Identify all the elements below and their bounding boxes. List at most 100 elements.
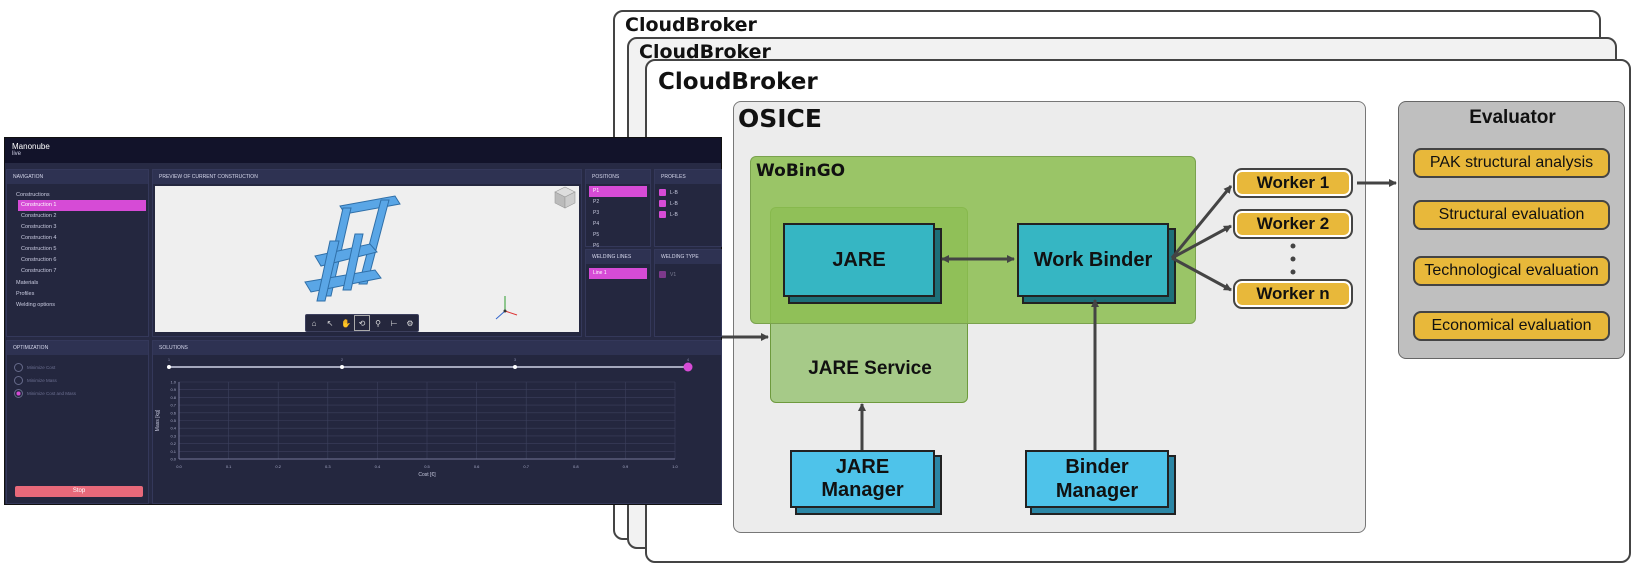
radio-icon[interactable] [14,389,23,399]
profiles-panel: Profiles L-B L-B L-B [654,169,722,247]
solutions-slider-stop[interactable] [167,365,171,369]
worker-n-box: Worker n [1233,279,1353,309]
chart-x-tick-label: 1.0 [672,464,678,469]
nav-section-constructions[interactable]: Constructions [16,192,50,198]
checkbox-icon[interactable] [659,211,666,219]
orbit-icon[interactable]: ⟲ [354,315,370,331]
ellipsis-dot [1290,243,1296,249]
construction-item[interactable]: Construction 5 [21,246,57,252]
axes-gizmo-icon [495,296,518,320]
osice-title: OSICE [738,104,822,133]
position-item[interactable]: P2 [593,199,600,205]
3d-viewport[interactable]: ⌂ ↖ ✋ ⟲ ⚲ ⊢ ⚙ [155,186,579,332]
optimization-option-label: Minimize Cost [27,365,56,370]
preview-header: Preview of current construction [153,170,581,184]
position-item[interactable]: P3 [593,210,600,216]
evaluator-item: Technological evaluation [1413,256,1610,286]
viewer-toolbar: ⌂ ↖ ✋ ⟲ ⚲ ⊢ ⚙ [305,314,419,332]
chart-y-axis-label: Mass [kg] [155,409,161,431]
chart-y-tick-label: 0.5 [170,418,176,423]
construction-item[interactable]: Construction 2 [21,213,57,219]
ellipsis-dot [1290,269,1296,275]
chart-x-axis-label: Cost [€] [418,472,436,478]
measure-icon[interactable]: ⊢ [390,318,398,328]
solutions-slider-stop[interactable] [683,362,693,372]
chart-x-tick-label: 0.2 [275,464,281,469]
chart-x-tick-label: 0.5 [424,464,430,469]
evaluator-box: Evaluator PAK structural analysis Struct… [1398,101,1625,359]
evaluator-title: Evaluator [1469,107,1556,128]
solutions-header: Solutions [153,341,721,355]
checkbox-icon[interactable] [659,271,666,279]
worker-2-box: Worker 2 [1233,209,1353,239]
evaluator-item: PAK structural analysis [1413,148,1610,178]
chart-y-tick-label: 0.3 [170,433,176,438]
chart-x-tick-label: 0.9 [623,464,629,469]
settings-icon[interactable]: ⚙ [406,318,414,328]
solutions-slider-stop[interactable] [513,365,517,369]
radio-icon[interactable] [14,363,23,373]
nav-item[interactable]: Profiles [16,291,35,297]
zoom-icon[interactable]: ⚲ [375,318,381,328]
profiles-header: Profiles [655,170,721,184]
view-cube-icon [554,186,576,209]
radio-icon[interactable] [14,376,23,386]
solutions-panel: Solutions 12340.00.10.20.30.40.50.60.70.… [152,340,722,504]
profile-label: L-B [670,212,678,218]
checkbox-icon[interactable] [659,200,666,208]
cloudbroker-title: CloudBroker [639,41,771,63]
construction-item[interactable]: Construction 3 [21,224,57,230]
profile-label: L-B [670,201,678,207]
nav-item[interactable]: Welding options [16,302,56,308]
construction-item[interactable]: Construction 1 [18,200,146,211]
positions-header: Positions [586,170,650,184]
select-icon[interactable]: ↖ [326,318,334,328]
chart-x-tick-label: 0.8 [573,464,579,469]
profile-item[interactable]: L-B [659,210,719,221]
welding-line-item[interactable]: Line 1 [589,268,647,279]
optimization-option[interactable]: Minimize Mass [14,374,144,387]
welding-type-list: V1 [659,270,719,281]
welding-lines-list: Line 1 [589,268,647,279]
arrow-to-worker-n [1171,256,1232,292]
profile-label: L-B [670,190,678,196]
chart-y-tick-label: 0.7 [170,403,176,408]
position-item[interactable]: P1 [589,186,647,197]
position-item[interactable]: P6 [593,243,600,249]
construction-list: Construction 1 Construction 2 Construction… [18,200,146,277]
construction-item[interactable]: Construction 7 [21,268,57,274]
binder-manager-label-line1: Binder [1065,456,1129,478]
solutions-slider-stop[interactable] [340,365,344,369]
solutions-slider-tick-label: 1 [168,357,171,362]
nav-item[interactable]: Materials [16,280,39,286]
position-item[interactable]: P5 [593,232,600,238]
welding-type-header: Welding type [655,250,721,264]
profile-item[interactable]: L-B [659,188,719,199]
checkbox-icon[interactable] [659,189,666,197]
solutions-slider-tick-label: 4 [687,357,690,362]
welding-type-label: V1 [670,272,677,278]
chart-y-tick-label: 0.0 [170,457,176,462]
worker-1-box: Worker 1 [1233,168,1353,198]
optimization-option[interactable]: Minimize Cost and Mass [14,387,144,400]
work-binder-box: Work Binder [1017,223,1169,297]
pan-icon[interactable]: ✋ [341,318,351,328]
welding-type-item[interactable]: V1 [659,270,719,281]
home-icon[interactable]: ⌂ [311,318,317,328]
chart-y-tick-label: 1.0 [170,380,176,385]
profile-item[interactable]: L-B [659,199,719,210]
construction-item[interactable]: Construction 6 [21,257,57,263]
arrow-to-worker-2 [1171,224,1232,260]
navigation-header: Navigation [7,170,148,184]
construction-item[interactable]: Construction 4 [21,235,57,241]
chart-x-tick-label: 0.6 [474,464,480,469]
optimization-option[interactable]: Minimize Cost [14,361,144,374]
optimization-option-label: Minimize Cost and Mass [27,391,77,396]
position-item[interactable]: P4 [593,221,600,227]
app-title: Manonube [12,142,50,151]
chart-y-tick-label: 0.8 [170,395,176,400]
chart-y-tick-label: 0.4 [170,426,176,431]
stop-button[interactable]: Stop [15,486,143,497]
